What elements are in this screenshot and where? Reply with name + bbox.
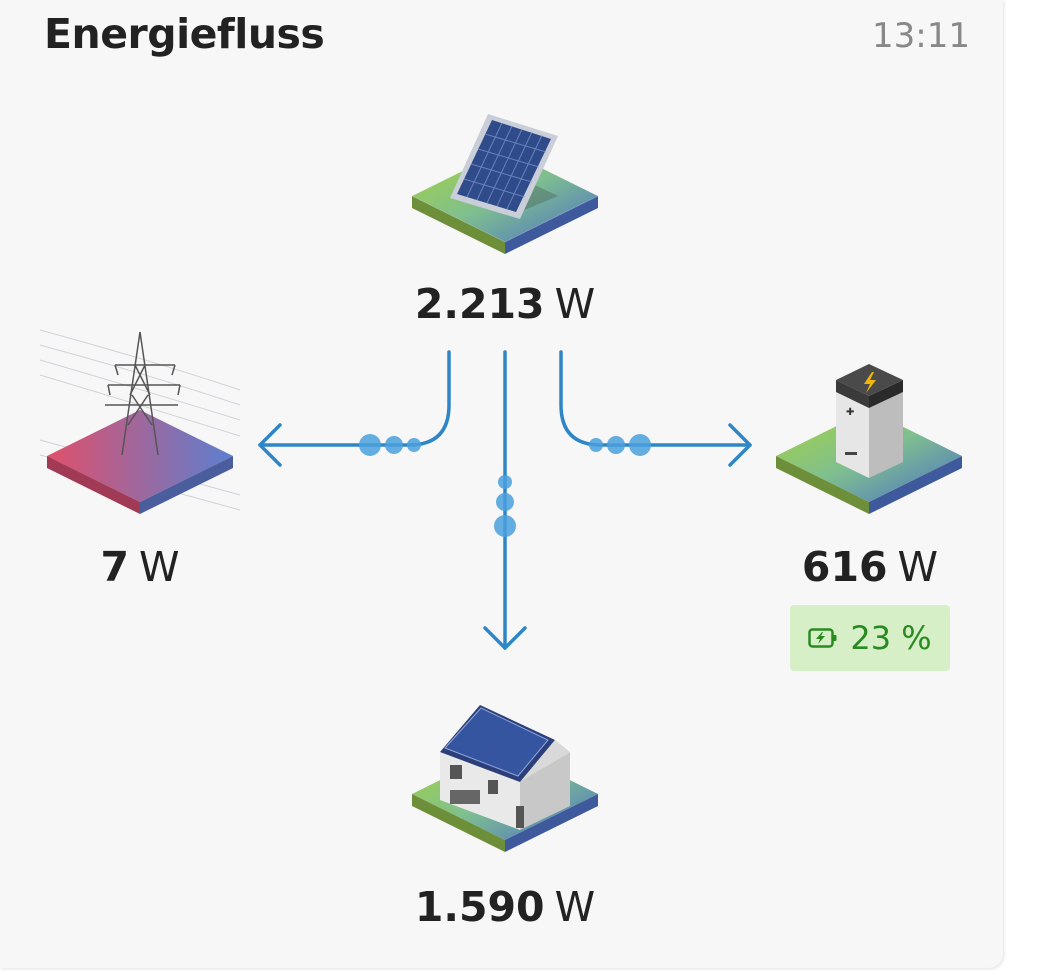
solar-panel-icon (410, 114, 600, 254)
flow-dot (607, 436, 625, 454)
svg-text:✚: ✚ (846, 407, 854, 418)
flow-line-pv-to-battery (559, 350, 752, 447)
flow-dots (359, 434, 651, 537)
flow-dot (498, 475, 512, 489)
battery-icon: ✚ (776, 364, 962, 514)
flow-line-pv-to-grid (258, 350, 451, 447)
battery-soc-badge: 23 % (790, 605, 950, 671)
power-pylon-icon (39, 329, 241, 514)
flow-dot (494, 515, 516, 537)
update-time: 13:11 (872, 16, 970, 56)
arrow-head-house (483, 626, 527, 650)
battery-soc-value: 23 % (850, 619, 932, 657)
house-icon (412, 705, 598, 852)
arrow-head-grid (258, 423, 282, 467)
flow-dot (589, 438, 603, 452)
battery-charging-icon (808, 628, 837, 648)
card-title: Energiefluss (44, 10, 325, 58)
flow-dot (629, 434, 651, 456)
arrow-head-battery (728, 423, 752, 467)
flow-dot (385, 436, 403, 454)
flow-dot (496, 493, 514, 511)
flow-dot (407, 438, 421, 452)
flow-dot (359, 434, 381, 456)
